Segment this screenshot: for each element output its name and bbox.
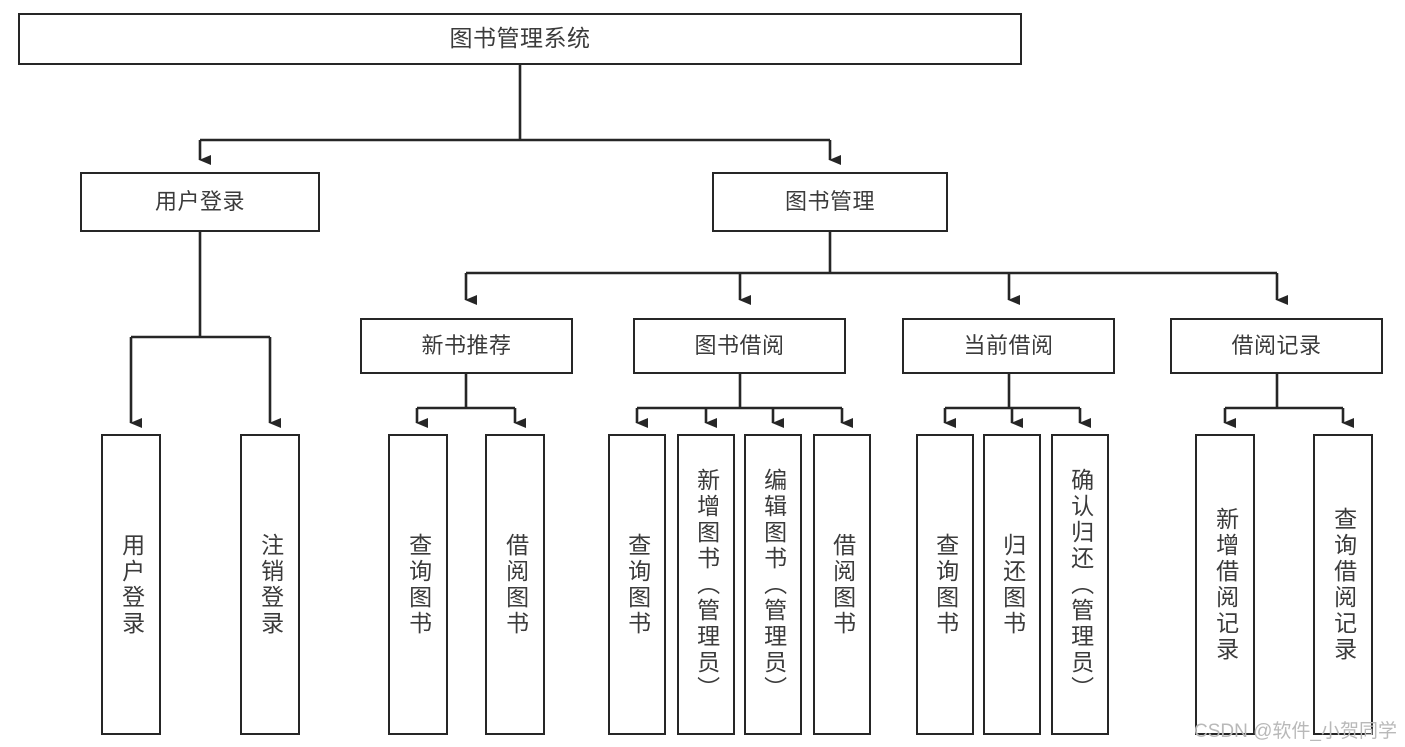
leaf-borrow-book-recommend[interactable]: 借阅图书 xyxy=(485,434,545,735)
leaf-return-book[interactable]: 归还图书 xyxy=(983,434,1041,735)
node-label: 图书借阅 xyxy=(694,333,785,359)
node-label: 注销登录 xyxy=(257,532,284,637)
leaf-user-login[interactable]: 用户登录 xyxy=(101,434,161,735)
leaf-confirm-return-admin[interactable]: 确认归还（管理员） xyxy=(1051,434,1109,735)
node-label: 确认归还（管理员） xyxy=(1067,467,1094,702)
node-label: 用户登录 xyxy=(154,189,245,215)
node-label: 编辑图书（管理员） xyxy=(760,467,787,702)
leaf-query-book-recommend[interactable]: 查询图书 xyxy=(388,434,448,735)
leaf-edit-book-admin[interactable]: 编辑图书（管理员） xyxy=(744,434,802,735)
watermark-text: CSDN @软件_小贺同学 xyxy=(1194,721,1397,742)
leaf-add-borrow-record[interactable]: 新增借阅记录 xyxy=(1195,434,1255,735)
node-borrow-record[interactable]: 借阅记录 xyxy=(1170,318,1383,374)
node-book-borrow[interactable]: 图书借阅 xyxy=(633,318,846,374)
node-label: 归还图书 xyxy=(999,532,1026,637)
node-current-borrow[interactable]: 当前借阅 xyxy=(902,318,1115,374)
node-label: 借阅记录 xyxy=(1231,333,1322,359)
node-label: 借阅图书 xyxy=(502,532,529,637)
leaf-borrow-book-borrow[interactable]: 借阅图书 xyxy=(813,434,871,735)
node-label: 新增图书（管理员） xyxy=(693,467,720,702)
node-label: 新增借阅记录 xyxy=(1212,506,1239,663)
node-label: 图书管理系统 xyxy=(449,25,591,52)
leaf-add-book-admin[interactable]: 新增图书（管理员） xyxy=(677,434,735,735)
node-label: 查询图书 xyxy=(624,532,651,637)
node-label: 借阅图书 xyxy=(829,532,856,637)
node-book-management[interactable]: 图书管理 xyxy=(712,172,948,232)
node-label: 图书管理 xyxy=(784,189,875,215)
node-root-system[interactable]: 图书管理系统 xyxy=(18,13,1022,65)
node-label: 用户登录 xyxy=(118,532,145,637)
node-label: 新书推荐 xyxy=(421,333,512,359)
leaf-query-borrow-record[interactable]: 查询借阅记录 xyxy=(1313,434,1373,735)
leaf-query-book-borrow[interactable]: 查询图书 xyxy=(608,434,666,735)
node-label: 查询图书 xyxy=(405,532,432,637)
node-user-login[interactable]: 用户登录 xyxy=(80,172,320,232)
node-label: 查询借阅记录 xyxy=(1330,506,1357,663)
node-label: 当前借阅 xyxy=(963,333,1054,359)
node-new-book-recommend[interactable]: 新书推荐 xyxy=(360,318,573,374)
leaf-logout-login[interactable]: 注销登录 xyxy=(240,434,300,735)
node-label: 查询图书 xyxy=(932,532,959,637)
leaf-query-book-current[interactable]: 查询图书 xyxy=(916,434,974,735)
